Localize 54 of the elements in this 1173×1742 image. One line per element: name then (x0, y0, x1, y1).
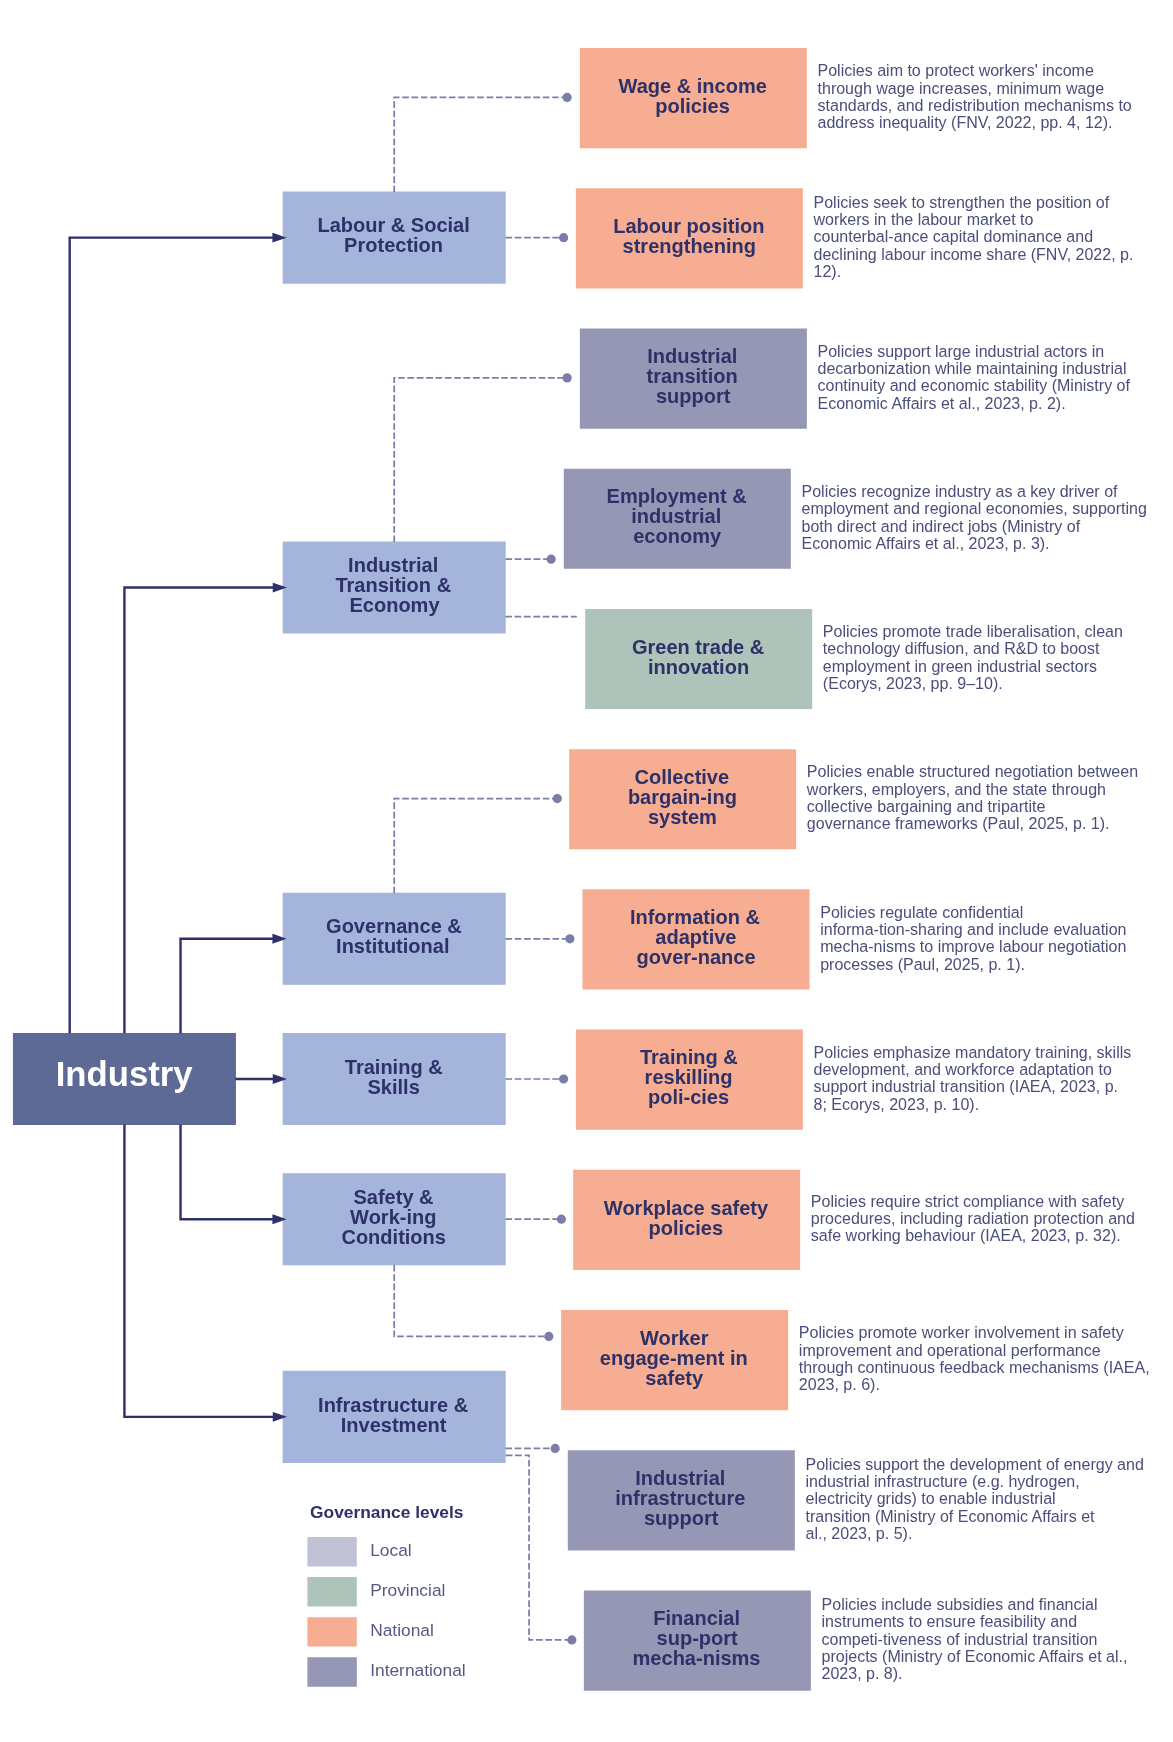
node-box: Industrial infrastructure support (567, 1450, 795, 1551)
legend-label: International (370, 1660, 466, 1681)
connector (504, 615, 578, 618)
connector (393, 373, 572, 543)
node-label: Policies support the development of energy and industrial infrastructure (e.g. hydrogen, electricity grids) to enable industrial transition (Ministry of Economic Affairs et al., 2023, p. 5). (805, 1454, 1144, 1543)
node-label: Policies emphasize mandatory training, skills development, and workforce adaptation to support industrial transition (IAEA, 2023, p. 8; Ecorys, 2023, p. 10). (813, 1042, 1132, 1113)
arrow (123, 1124, 287, 1422)
node-label: Policies promote trade liberalisation, clean technology diffusion, and R&D to boost employment in green industrial sectors (Ecorys, 2023, pp. 9–10). (822, 622, 1123, 693)
node-box: Industry (12, 1032, 236, 1126)
legend-label: National (370, 1620, 434, 1641)
node-box: Green trade & innovation (585, 608, 813, 710)
node-label: Policies recognize industry as a key driver of employment and regional economies, supporting both direct and indirect jobs (Ministry of Economic Affairs et al., 2023, p. 3). (801, 481, 1147, 552)
connector (504, 1443, 560, 1454)
node-box: Collective bargain-ing system (569, 749, 797, 850)
node-box: Safety & Work-ing Conditions (282, 1173, 506, 1266)
node-box: Labour position strengthening (575, 188, 803, 289)
node-box: Industrial Transition & Economy (282, 541, 506, 634)
connector (504, 934, 575, 944)
connector (504, 554, 556, 564)
node-label: Policies include subsidies and financial instruments to ensure feasibility and competi-tiveness of industrial transition projects (Ministry of Economic Affairs et al., 2023, p. 8). (821, 1594, 1128, 1683)
node-box: Financial sup-port mecha-nisms (583, 1590, 811, 1691)
legend-label: Local (370, 1540, 412, 1561)
node-label: Policies require strict compliance with safety procedures, including radiation protection and safe working behaviour (IAEA, 2023, p. 32). (810, 1191, 1135, 1245)
label: Governance levels (310, 1501, 464, 1522)
node-box: Industrial transition support (579, 328, 807, 429)
connector (504, 1074, 569, 1084)
connector (504, 1214, 566, 1224)
node-box: Training & reskilling poli-cies (575, 1029, 803, 1130)
legend-label: Provincial (370, 1580, 446, 1601)
arrow (123, 582, 287, 1034)
arrow (179, 933, 287, 1034)
arrow (179, 1124, 287, 1225)
connector (393, 793, 562, 895)
node-label: Policies support large industrial actors in decarbonization while maintaining industrial continuity and economic stability (Ministry of Economic Affairs et al., 2023, p. 2). (817, 341, 1130, 412)
node-box: Workplace safety policies (573, 1169, 801, 1270)
connector (504, 1454, 577, 1645)
node-label: Policies promote worker involvement in safety improvement and operational performance through continuous feedback mechanisms (IAEA, 2023, p. 6). (798, 1323, 1150, 1394)
node-label: Policies seek to strengthen the position of workers in the labour market to counterbal-ance capital dominance and declining labour income share (FNV, 2022, p. 12). (813, 192, 1134, 281)
arrow (235, 1074, 287, 1084)
node-box: Worker engage-ment in safety (561, 1310, 789, 1411)
connector (393, 92, 572, 193)
node-box: Wage & income policies (579, 48, 807, 149)
node-box: Governance & Institutional (282, 892, 506, 985)
connector (393, 1264, 554, 1341)
node-box: Labour & Social Protection (282, 191, 506, 284)
node-box: Information & adaptive gover-nance (582, 889, 810, 990)
arrow (68, 232, 287, 1034)
node-label: Policies regulate confidential informa-tion-sharing and include evaluation mecha-nisms to improve labour negotiation processes (Paul, 2025, p. 1). (820, 902, 1127, 973)
node-box: Training & Skills (282, 1032, 506, 1126)
node-label: Policies enable structured negotiation between workers, employers, and the state through collective bargaining and tripartite governance frameworks (Paul, 2025, p. 1). (806, 762, 1139, 833)
node-box: Employment & industrial economy (563, 468, 791, 569)
connector (504, 233, 569, 243)
node-box: Infrastructure & Investment (282, 1370, 506, 1463)
node-label: Policies aim to protect workers' income through wage increases, minimum wage standards, and redistribution mechanisms to address inequality (FNV, 2022, pp. 4, 12). (817, 61, 1132, 132)
